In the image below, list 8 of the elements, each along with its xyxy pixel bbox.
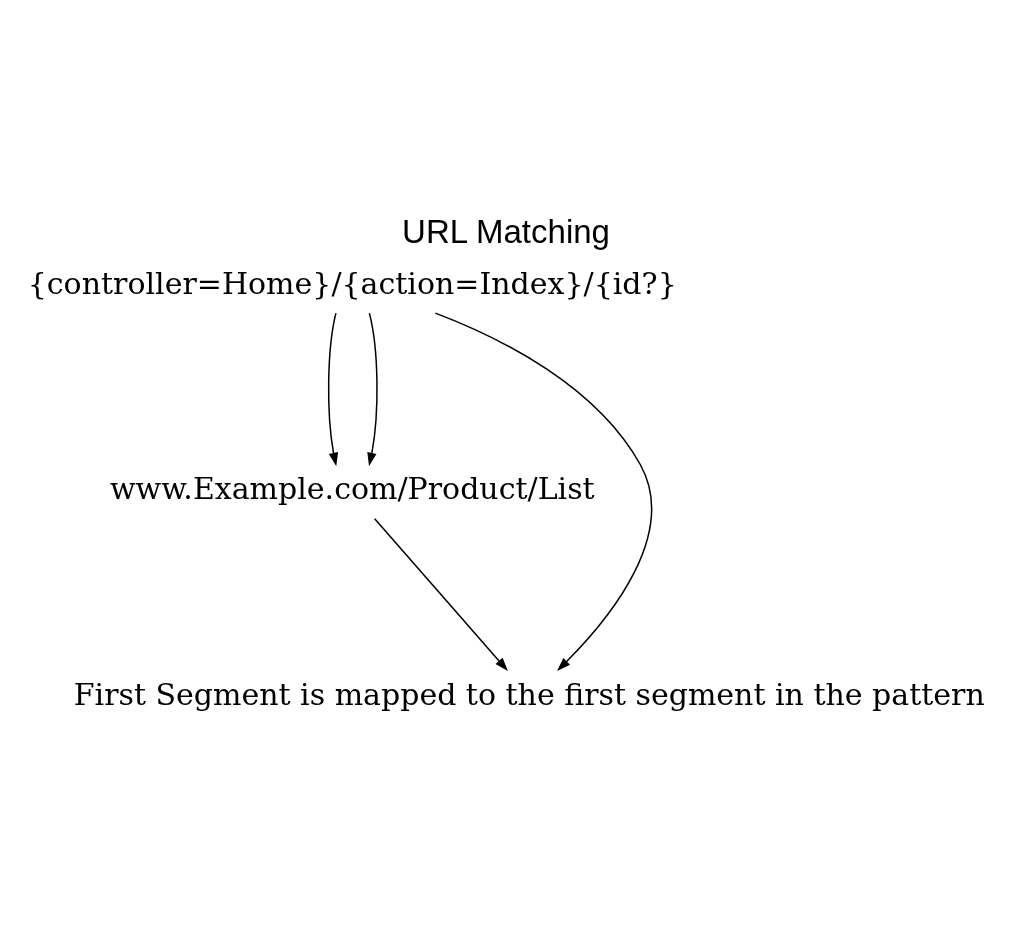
arrow: [434, 312, 652, 671]
node-text: {controller=Home}/{action=Index}/{id?}: [27, 265, 677, 301]
arrow: [327, 312, 339, 467]
arrow: [367, 312, 378, 467]
arrow: [373, 517, 508, 672]
diagram-title: URL Matching: [402, 213, 610, 251]
node-text: www.Example.com/Product/List: [109, 471, 595, 506]
node-text: First Segment is mapped to the first segment in the pattern: [73, 676, 985, 712]
